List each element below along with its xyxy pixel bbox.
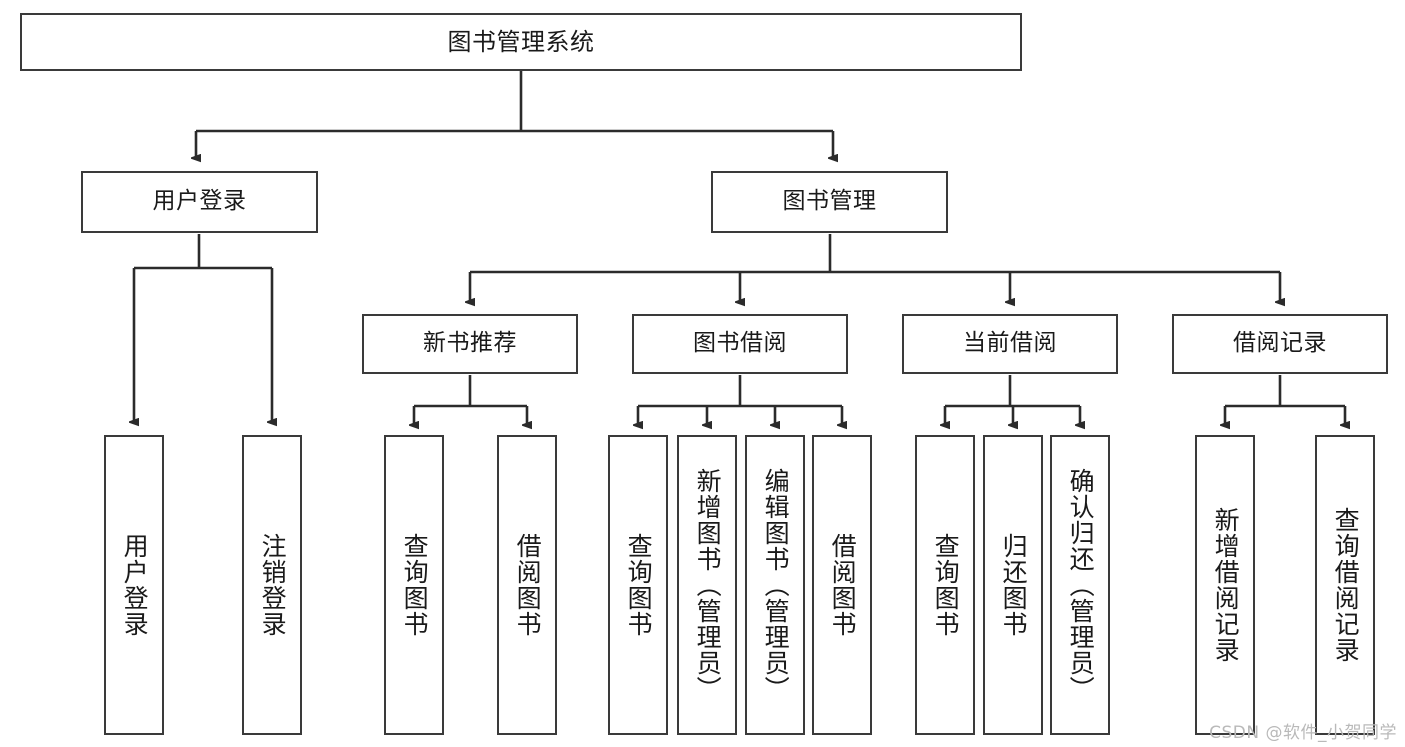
leaf-current-confirm-return-admin[interactable]: 确认归还（管理员）: [1050, 435, 1110, 735]
node-current-borrow[interactable]: 当前借阅: [902, 314, 1118, 374]
leaf-current-query-book[interactable]: 查询图书: [915, 435, 975, 735]
node-label: 确认归还（管理员）: [1066, 468, 1096, 702]
leaf-borrow-query-book[interactable]: 查询图书: [608, 435, 668, 735]
node-label: 图书借阅: [693, 330, 787, 357]
leaf-records-add-record[interactable]: 新增借阅记录: [1195, 435, 1255, 735]
watermark-text: CSDN @软件_小贺同学: [1209, 723, 1397, 743]
leaf-new-book-borrow[interactable]: 借阅图书: [497, 435, 557, 735]
node-label: 用户登录: [120, 533, 150, 637]
leaf-borrow-add-book-admin[interactable]: 新增图书（管理员）: [677, 435, 737, 735]
leaf-current-return-book[interactable]: 归还图书: [983, 435, 1043, 735]
node-label: 查询图书: [931, 533, 961, 637]
node-label: 新增图书（管理员）: [693, 468, 723, 702]
leaf-records-query-record[interactable]: 查询借阅记录: [1315, 435, 1375, 735]
node-borrow-records[interactable]: 借阅记录: [1172, 314, 1388, 374]
node-label: 新增借阅记录: [1211, 507, 1241, 663]
node-label: 借阅图书: [513, 533, 543, 637]
node-book-borrow[interactable]: 图书借阅: [632, 314, 848, 374]
leaf-user-login-login[interactable]: 用户登录: [104, 435, 164, 735]
node-new-book-recommend[interactable]: 新书推荐: [362, 314, 578, 374]
node-user-login[interactable]: 用户登录: [81, 171, 318, 233]
node-label: 当前借阅: [963, 330, 1057, 357]
node-label: 查询图书: [400, 533, 430, 637]
node-label: 图书管理: [782, 188, 877, 215]
node-label: 用户登录: [152, 188, 247, 215]
leaf-user-login-logout[interactable]: 注销登录: [242, 435, 302, 735]
leaf-new-book-query[interactable]: 查询图书: [384, 435, 444, 735]
node-label: 借阅记录: [1233, 330, 1327, 357]
node-label: 归还图书: [999, 533, 1029, 637]
node-label: 新书推荐: [423, 330, 517, 357]
node-label: 查询借阅记录: [1331, 507, 1361, 663]
leaf-borrow-borrow-book[interactable]: 借阅图书: [812, 435, 872, 735]
node-label: 编辑图书（管理员）: [761, 468, 791, 702]
node-label: 借阅图书: [828, 533, 858, 637]
node-label: 注销登录: [258, 533, 288, 637]
node-root-system[interactable]: 图书管理系统: [20, 13, 1022, 71]
node-label: 查询图书: [624, 533, 654, 637]
leaf-borrow-edit-book-admin[interactable]: 编辑图书（管理员）: [745, 435, 805, 735]
node-label: 图书管理系统: [447, 27, 595, 56]
node-book-management[interactable]: 图书管理: [711, 171, 948, 233]
